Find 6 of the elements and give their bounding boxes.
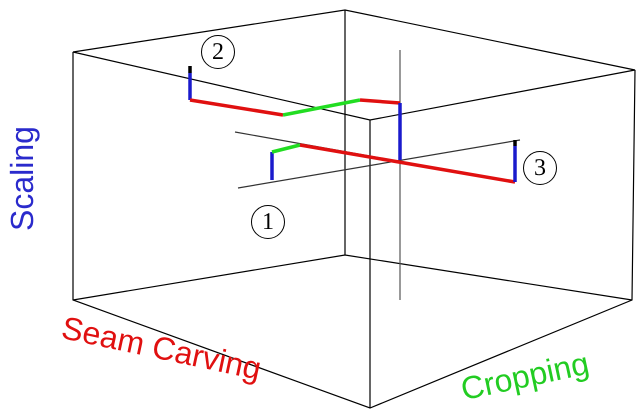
axis-label: Seam Carving: [58, 309, 264, 388]
axis-label: Cropping: [458, 344, 592, 408]
callout-number: 2: [201, 35, 235, 69]
axis-label: Scaling: [4, 126, 41, 231]
callout-number: 3: [523, 151, 557, 185]
callout-number: 1: [251, 205, 285, 239]
